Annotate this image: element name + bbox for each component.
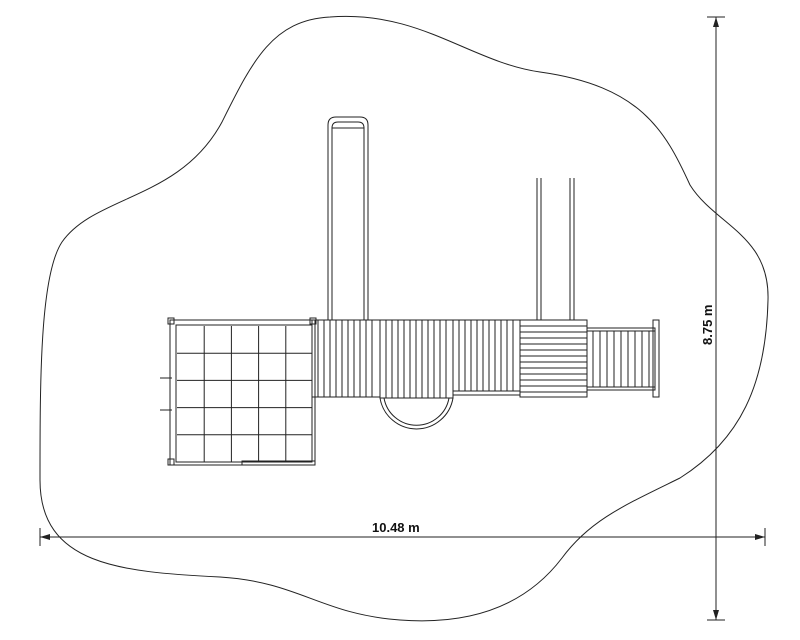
platform-decks	[311, 319, 588, 430]
width-dimension: 10.48 m	[39, 520, 766, 546]
slide	[327, 116, 369, 320]
depth-label: 8.75 m	[700, 305, 715, 345]
depth-dimension: 8.75 m	[700, 16, 725, 621]
width-label: 10.48 m	[372, 520, 420, 535]
safety-zone-outline	[39, 15, 769, 622]
climbing-net	[160, 317, 317, 466]
semicircle-platform	[379, 397, 454, 430]
rope-ladder	[536, 178, 575, 320]
ramp	[586, 319, 660, 398]
